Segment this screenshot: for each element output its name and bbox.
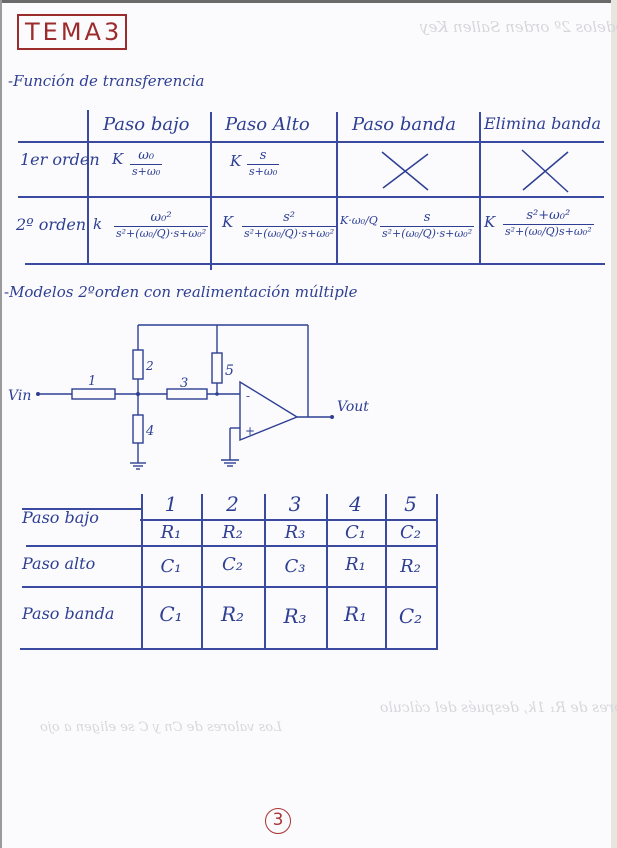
row-label-1er-orden: 1er orden [20, 150, 100, 169]
row-label-paso-alto: Paso alto [22, 554, 96, 573]
component-label-4: 4 [145, 424, 154, 439]
mfb-filter-circuit-diagram: Vin Vout 1 2 3 4 5 - + [8, 324, 369, 470]
component-label-3: 3 [180, 376, 188, 391]
transfer-function-fraction: s s²+(ω₀/Q)·s+ω₀² [380, 210, 475, 241]
table-cell: C₂ [222, 554, 243, 575]
output-terminal [330, 415, 334, 419]
component-label-1: 1 [88, 374, 96, 389]
column-header: 4 [349, 492, 362, 516]
table-cell: R₁ [343, 602, 368, 626]
row-label-paso-banda: Paso banda [22, 604, 115, 623]
table-cell: C₂ [398, 604, 423, 628]
column-header-paso-bajo: Paso bajo [103, 114, 190, 135]
table-cell: R₂ [400, 556, 421, 577]
table-cell: R₂ [220, 602, 245, 626]
transfer-function-fraction: s² s²+(ω₀/Q)·s+ω₀² [242, 210, 337, 241]
table-cell: C₁ [345, 522, 366, 543]
table-cell: C₃ [284, 556, 306, 577]
coefficient: K [484, 213, 496, 231]
column-header-paso-alto: Paso Alto [225, 114, 310, 135]
table-cell: R₃ [283, 604, 307, 628]
column-header: 5 [404, 492, 417, 516]
column-header-paso-banda: Paso banda [352, 114, 456, 135]
row-label-paso-bajo: Paso bajo [22, 508, 99, 527]
page-title: TEMA3 [17, 14, 127, 50]
bleed-through-text: Valores de R₁ 1k, después del cálculo [380, 700, 617, 716]
section-heading-transfer-function: -Función de transferencia [8, 72, 205, 90]
output-label: Vout [337, 399, 369, 415]
table-cell: R₃ [284, 522, 306, 543]
page-edge [0, 0, 2, 848]
coefficient: K·ω₀/Q [340, 214, 378, 227]
page-edge [0, 0, 617, 3]
table-cell: C₁ [159, 602, 183, 626]
transfer-function-fraction: s²+ω₀² s²+(ω₀/Q)s+ω₀² [503, 208, 594, 239]
transfer-function-fraction: ω₀ s+ω₀ [130, 148, 163, 179]
coefficient: K [222, 213, 234, 231]
table-cell: C₁ [160, 556, 182, 577]
table-cell: R₁ [160, 522, 182, 543]
input-label: Vin [8, 388, 31, 404]
not-applicable-cross-icon [521, 149, 569, 193]
opamp-inverting-input: - [246, 389, 250, 403]
section-heading-mfb-models: -Modelos 2ºorden con realimentación múlt… [4, 283, 358, 301]
component-label-5: 5 [225, 363, 234, 379]
column-header: 1 [164, 492, 178, 516]
page-number: 3 [265, 808, 291, 834]
page-edge [611, 0, 617, 848]
coefficient: K [112, 150, 124, 168]
coefficient: K [230, 152, 242, 170]
transfer-function-fraction: s s+ω₀ [247, 148, 280, 179]
component-label-2: 2 [145, 359, 154, 373]
column-header-elimina-banda: Elimina banda [484, 114, 601, 133]
input-terminal [36, 392, 40, 396]
column-header: 2 [226, 492, 239, 516]
row-label-2o-orden: 2º orden [16, 215, 87, 234]
table-cell: R₂ [222, 522, 243, 543]
table-cell: R₁ [345, 554, 366, 575]
coefficient: k [93, 215, 103, 233]
column-header: 3 [288, 492, 302, 516]
not-applicable-cross-icon [381, 151, 429, 191]
transfer-function-fraction: ω₀² s²+(ω₀/Q)·s+ω₀² [114, 210, 209, 241]
opamp-noninverting-input: + [245, 424, 255, 438]
bleed-through-text: -Modelos 2º orden Sallen Key [420, 18, 617, 36]
table-cell: C₂ [400, 522, 421, 543]
bleed-through-text: Los valores de Cn y C se eligen a ojo [40, 720, 282, 735]
